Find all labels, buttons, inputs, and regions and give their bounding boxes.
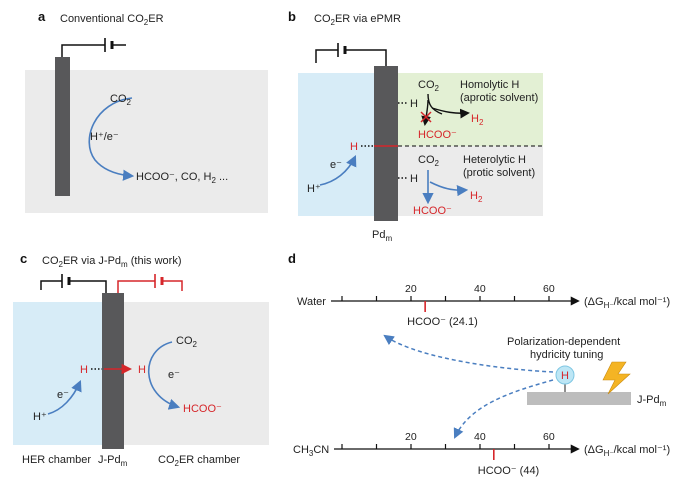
panel-b-blue-region (298, 73, 374, 216)
panel-b-title: CO2ER via ePMR (314, 13, 401, 27)
panel-b: b CO2ER via ePMR H e⁻ H⁺ H CO2 Homolytic… (288, 9, 543, 243)
panel-d-h-circle-label: H (561, 370, 569, 382)
panel-b-proton: H⁺ (307, 183, 321, 195)
panel-c-h-left: H (80, 364, 88, 376)
panel-b-homolytic-right-arrow (431, 107, 470, 119)
panel-b-h-left: H (350, 141, 358, 153)
panel-b-block-cross-2 (420, 111, 432, 123)
panel-a-title: Conventional CO2ER (60, 13, 164, 27)
panel-a-co2: CO2 (110, 93, 132, 107)
panel-d-water-label: Water (297, 296, 326, 308)
panel-d-ch3cn-marker-label: HCOO⁻ (44) (478, 465, 539, 477)
panel-d-electrode-label: J-Pdm (637, 394, 667, 408)
panel-b-green-region (398, 73, 543, 146)
panel-c-title: CO2ER via J-Pdm (this work) (42, 255, 181, 269)
panel-a-products: HCOO⁻, CO, H2 ... (136, 171, 228, 185)
panel-d-letter: d (288, 251, 296, 266)
panel-d-tuning-line2: hydricity tuning (530, 349, 603, 361)
axis-tick-label: 40 (474, 283, 486, 295)
panel-b-gray-region (398, 146, 543, 216)
panel-d-water-axis-label: (ΔGH⁻/kcal mol⁻¹) (584, 296, 670, 310)
panel-b-electrode-label: Pdm (372, 229, 392, 243)
panel-b-letter: b (288, 9, 296, 24)
panel-b-homolytic-line2: (aprotic solvent) (460, 92, 538, 104)
axis-tick-label: 60 (543, 431, 555, 443)
panel-c-co2er-label: CO2ER chamber (158, 454, 240, 468)
panel-a-reagent: H⁺/e⁻ (90, 131, 119, 143)
panel-c: c CO2ER via J-Pdm (this work) H H e⁻ H⁺ … (13, 251, 269, 468)
panel-b-hcoo-bottom: HCOO⁻ (413, 205, 452, 217)
panel-d-ch3cn-label: CH3CN (293, 444, 329, 458)
panel-c-wire-left (40, 280, 62, 290)
panel-c-h-right: H (138, 364, 146, 376)
panel-b-homolytic-down-arrow (421, 99, 431, 126)
panel-a: a Conventional CO2ER CO2 H⁺/e⁻ HCOO⁻, CO… (25, 9, 268, 213)
panel-a-letter: a (38, 9, 46, 24)
panel-b-heterolytic-line1: Heterolytic H (463, 154, 526, 166)
panel-b-h2-top: H2 (471, 113, 484, 127)
axis-tick-label: 60 (543, 283, 555, 295)
panel-d-lightning-icon (602, 361, 631, 395)
panel-d-arrow-to-water (383, 334, 554, 373)
panel-c-co2: CO2 (176, 335, 198, 349)
panel-c-wire-right-end (162, 280, 183, 291)
panel-c-her-label: HER chamber (22, 454, 91, 466)
panel-a-reaction-arrow (88, 97, 135, 181)
panel-c-proton-arrow (47, 379, 82, 415)
panel-b-electron: e⁻ (330, 159, 342, 171)
panel-b-electrode (374, 66, 398, 221)
panel-b-wire-left (315, 49, 338, 63)
panel-c-hcoo: HCOO⁻ (183, 403, 222, 415)
panel-b-h-bottom: H (410, 173, 418, 185)
panel-a-wire (61, 44, 105, 57)
panel-c-wire-left-mid (69, 280, 107, 293)
panel-b-h-top: H (410, 98, 418, 110)
panel-d-ch3cn-axis-label: (ΔGH⁻/kcal mol⁻¹) (584, 444, 670, 458)
panel-c-proton: H⁺ (33, 411, 47, 423)
panel-b-h2-bottom: H2 (470, 190, 483, 204)
panel-c-her-chamber (13, 302, 105, 445)
panel-b-co2-bottom: CO2 (418, 154, 440, 168)
panel-b-homolytic-line1: Homolytic H (460, 79, 519, 91)
panel-c-electrode-label: J-Pdm (98, 454, 128, 468)
panel-d-arrow-to-ch3cn (453, 379, 554, 439)
axis-tick-label: 20 (405, 431, 417, 443)
panel-b-heterolytic-right-arrow (429, 181, 469, 197)
panel-b-hcoo-top: HCOO⁻ (418, 129, 457, 141)
panel-c-electrode (102, 293, 124, 449)
panel-c-reduction-arrow (147, 341, 181, 410)
panel-b-wire-right (345, 49, 387, 66)
panel-c-letter: c (20, 251, 27, 266)
panel-d-water-ticks: 20 40 60 (341, 283, 555, 301)
panel-c-wire-right (117, 280, 155, 293)
panel-d-electrode (527, 392, 631, 405)
panel-d-h-circle (555, 365, 575, 385)
panel-b-co2-top: CO2 (418, 79, 440, 93)
axis-tick-label: 40 (474, 431, 486, 443)
axis-tick-label: 20 (405, 283, 417, 295)
panel-d-ch3cn-ticks: 20 40 60 (341, 431, 555, 449)
panel-d-water-marker-label: HCOO⁻ (24.1) (407, 316, 478, 328)
panel-d-tuning-line1: Polarization-dependent (507, 336, 620, 348)
panel-d: d Water 20 40 60 (ΔGH⁻/kcal mol⁻¹) HCOO⁻ (… (288, 251, 670, 477)
panel-b-homolytic-stem (427, 93, 443, 115)
panel-c-electron-left: e⁻ (57, 389, 69, 401)
panel-a-electrode (55, 57, 70, 196)
panel-b-heterolytic-line2: (protic solvent) (463, 167, 535, 179)
panel-b-proton-arrow (319, 154, 357, 186)
panel-c-electron-right: e⁻ (168, 369, 180, 381)
